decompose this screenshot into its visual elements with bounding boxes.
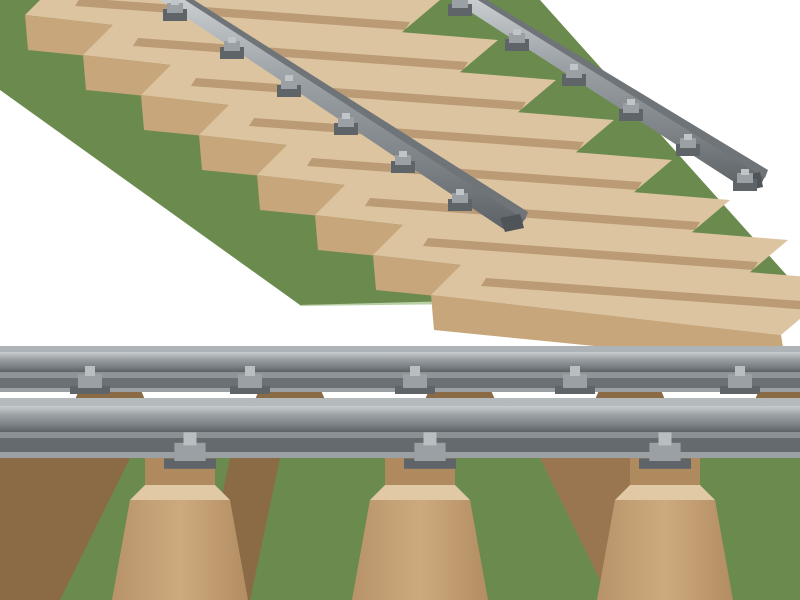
rail-clip <box>448 189 472 211</box>
rail-clip <box>391 151 415 173</box>
rail-clip <box>720 366 760 394</box>
fastening-clips-side <box>70 366 760 469</box>
rail-clip <box>277 75 301 97</box>
rail-clip <box>163 0 187 21</box>
fastening-clips-top <box>163 0 757 211</box>
rail-clip <box>505 29 529 51</box>
rail-clip <box>230 366 270 394</box>
back-rail <box>0 346 800 392</box>
rail-clip <box>555 366 595 394</box>
side-view <box>0 346 800 600</box>
rail-clip <box>676 134 700 156</box>
rail-clip <box>404 432 456 469</box>
rail-clip <box>619 99 643 121</box>
rail-clip <box>164 432 216 469</box>
perspective-view <box>0 0 800 365</box>
rail-clip <box>334 113 358 135</box>
rail-clip <box>639 432 691 469</box>
rail-clip <box>220 37 244 59</box>
rail-clip <box>395 366 435 394</box>
rail-clip <box>562 64 586 86</box>
rail-clip <box>733 169 757 191</box>
rail-clip <box>448 0 472 16</box>
front-sleepers <box>112 458 733 600</box>
rail-clip <box>70 366 110 394</box>
front-sleeper <box>112 458 248 600</box>
front-sleeper <box>352 458 488 600</box>
